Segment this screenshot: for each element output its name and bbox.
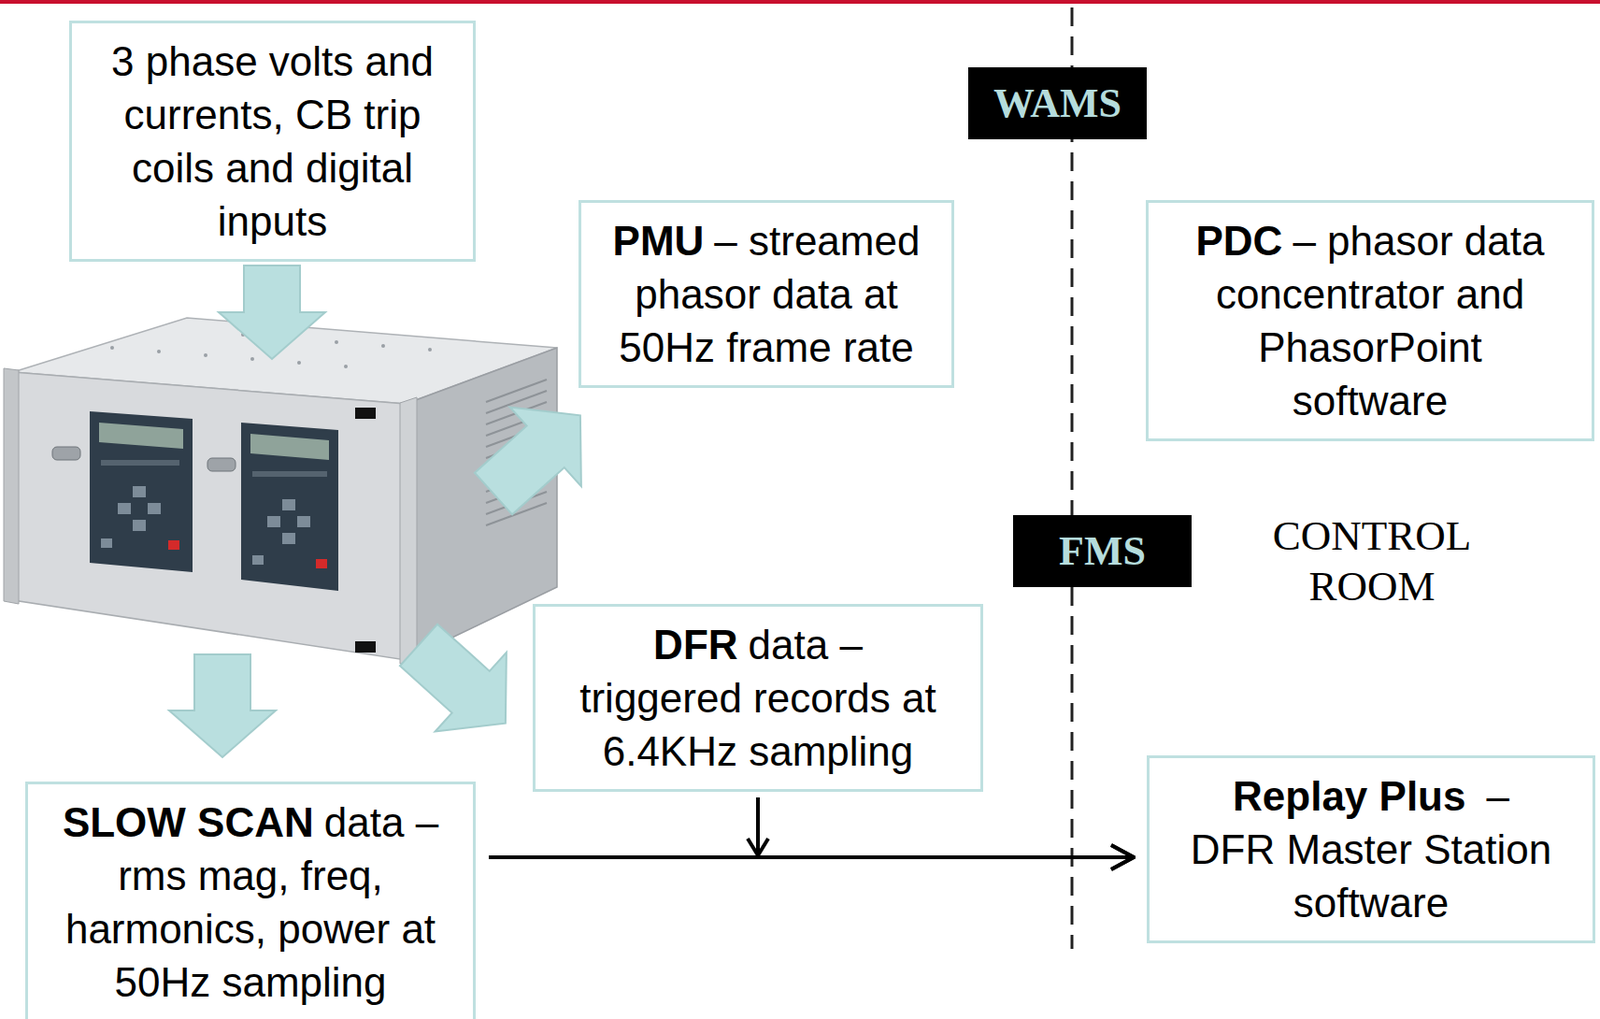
rack-ear bbox=[3, 368, 19, 604]
vent-hole bbox=[250, 357, 255, 361]
vent-hole bbox=[343, 364, 348, 369]
panel-display bbox=[99, 422, 184, 449]
connector-line bbox=[757, 797, 1134, 858]
panel-key bbox=[132, 519, 146, 531]
vent-hole bbox=[428, 347, 432, 352]
node-text: PMU– streamed phasor data at 50Hz frame … bbox=[597, 214, 936, 374]
block-arrow-shape bbox=[457, 375, 616, 533]
box-heading: SLOW SCAN bbox=[62, 799, 315, 845]
device-foot bbox=[355, 407, 376, 419]
node-text: Replay Plus– DFR Master Station software bbox=[1187, 769, 1555, 929]
vent-slot bbox=[485, 379, 547, 402]
software-box: Replay Plus– DFR Master Station software bbox=[1146, 755, 1596, 943]
box-heading: PMU bbox=[613, 217, 705, 264]
block-arrow-shape bbox=[169, 654, 276, 758]
box-heading: PDC bbox=[1196, 217, 1284, 264]
output-box: PMU– streamed phasor data at 50Hz frame … bbox=[578, 200, 955, 388]
vent-hole bbox=[334, 340, 339, 344]
system-tag: WAMS bbox=[968, 67, 1147, 140]
block-arrow-shape bbox=[218, 265, 326, 359]
top-rule bbox=[0, 0, 1600, 4]
vent-hole bbox=[157, 349, 161, 354]
recorder-device bbox=[3, 317, 558, 664]
input-box: 3 phase volts and currents, CB trip coil… bbox=[69, 20, 476, 262]
flow-connector bbox=[747, 797, 1134, 858]
vent-hole bbox=[381, 343, 386, 348]
node-text: SLOW SCANdata – rms mag, freq, harmonics… bbox=[43, 795, 458, 1009]
node-text: PDC– phasor data concentrator and Phasor… bbox=[1183, 214, 1558, 428]
panel-face bbox=[89, 411, 193, 572]
output-box: DFRdata – triggered records at 6.4KHz sa… bbox=[532, 603, 984, 792]
vent-hole bbox=[297, 360, 301, 365]
panel-key bbox=[315, 558, 328, 569]
block-arrow bbox=[383, 605, 542, 763]
front-panel bbox=[89, 411, 193, 572]
panel-leds bbox=[252, 471, 328, 477]
block-arrow-shape bbox=[383, 605, 542, 763]
panel-key bbox=[267, 515, 281, 528]
panel-key bbox=[147, 502, 161, 515]
serial-port bbox=[207, 457, 236, 472]
block-arrow bbox=[218, 265, 326, 359]
panel-display bbox=[250, 433, 329, 460]
panel-key bbox=[297, 515, 311, 528]
serial-port bbox=[52, 446, 81, 460]
box-text: FMS bbox=[1058, 528, 1146, 574]
block-arrow bbox=[457, 375, 616, 533]
node-text: WAMS bbox=[975, 79, 1140, 129]
panel-face bbox=[241, 422, 339, 591]
box-heading: Replay Plus bbox=[1232, 772, 1466, 819]
box-text: WAMS bbox=[993, 80, 1122, 127]
panel-key bbox=[282, 532, 296, 544]
panel-key bbox=[100, 538, 113, 548]
panel-key bbox=[252, 555, 264, 565]
panel-key bbox=[132, 485, 146, 498]
rack-ear bbox=[400, 397, 417, 664]
panel-key bbox=[282, 499, 296, 511]
node-text: 3 phase volts and currents, CB trip coil… bbox=[97, 34, 448, 248]
output-box: SLOW SCANdata – rms mag, freq, harmonics… bbox=[25, 781, 476, 1019]
vent-hole bbox=[203, 353, 208, 358]
device-foot bbox=[355, 641, 376, 653]
panel-key bbox=[117, 502, 131, 515]
front-panel bbox=[241, 422, 339, 591]
device-front bbox=[13, 371, 406, 660]
system-tag: FMS bbox=[1013, 514, 1192, 587]
software-box: PDC– phasor data concentrator and Phasor… bbox=[1145, 200, 1595, 442]
node-text: DFRdata – triggered records at 6.4KHz sa… bbox=[572, 617, 943, 778]
junction-head bbox=[747, 838, 769, 856]
panel-leds bbox=[100, 459, 180, 466]
box-heading: DFR bbox=[653, 621, 738, 668]
block-arrow bbox=[169, 654, 276, 758]
vent-hole bbox=[110, 345, 115, 350]
box-text: 3 phase volts and currents, CB trip coil… bbox=[111, 38, 434, 244]
node-text: FMS bbox=[1020, 527, 1185, 576]
area-label: CONTROL ROOM bbox=[1231, 510, 1513, 612]
box-text: data – triggered records at 6.4KHz sampl… bbox=[579, 621, 937, 774]
panel-key bbox=[168, 540, 180, 550]
boundary-line bbox=[1071, 7, 1074, 949]
